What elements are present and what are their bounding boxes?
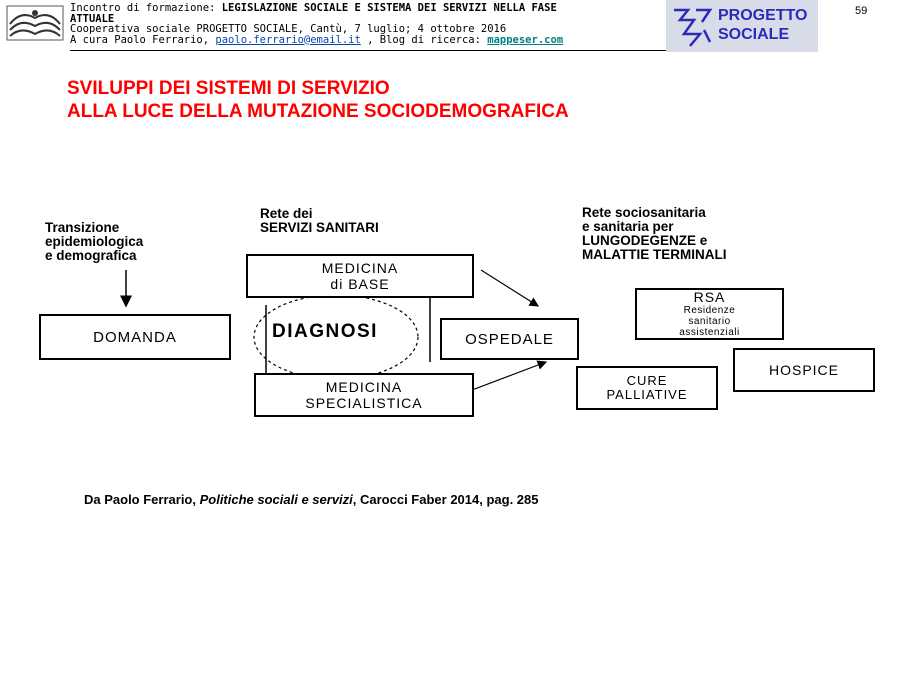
domanda-label: DOMANDA (93, 328, 177, 346)
medicina-base-line: MEDICINA (321, 260, 399, 276)
blog-link[interactable]: mappeser.com (487, 33, 564, 46)
col1-heading: Transizione epidemiologica e demografica (45, 221, 143, 263)
header-divider (70, 50, 815, 51)
header-line4-prefix: A cura Paolo Ferrario, (70, 33, 216, 46)
organization-logo-icon (6, 5, 64, 41)
title-line2: ALLA LUCE DELLA MUTAZIONE SOCIODEMOGRAFI… (67, 101, 569, 122)
cure-palliative-box: CURE PALLIATIVE (576, 366, 718, 410)
rsa-sub-line: Residenze (683, 305, 736, 316)
page-number: 59 (855, 5, 868, 17)
domanda-box: DOMANDA (39, 314, 231, 360)
ospedale-label: OSPEDALE (465, 330, 554, 348)
header-line4-mid: , Blog di ricerca: (360, 33, 488, 46)
medicina-specialistica-box: MEDICINA SPECIALISTICA (254, 373, 474, 417)
col1-heading-line: Transizione (45, 220, 120, 235)
source-prefix: Da Paolo Ferrario, (84, 492, 200, 507)
source-citation: Da Paolo Ferrario, Politiche sociali e s… (84, 492, 539, 507)
progetto-sociale-mark-icon (674, 8, 713, 47)
header-line1-prefix: Incontro di formazione: (70, 2, 222, 14)
hospice-box: HOSPICE (733, 348, 875, 392)
header-line3: Cooperativa sociale PROGETTO SOCIALE, Ca… (70, 23, 507, 35)
medicina-base-line: di BASE (330, 276, 390, 292)
col3-heading-line: Rete sociosanitaria (582, 205, 706, 220)
col2-heading: Rete dei SERVIZI SANITARI (260, 207, 379, 235)
logo-line1: PROGETTO (718, 7, 808, 24)
col2-heading-line: Rete dei (260, 206, 313, 221)
title-line1: SVILUPPI DEI SISTEMI DI SERVIZIO (67, 78, 390, 99)
logo-line2: SOCIALE (718, 26, 790, 43)
diagnosi-label: DIAGNOSI (272, 321, 378, 342)
progetto-sociale-logo: PROGETTO SOCIALE (666, 0, 818, 52)
medicina-specialistica-line: SPECIALISTICA (305, 395, 423, 411)
header-text: Incontro di formazione: LEGISLAZIONE SOC… (70, 3, 630, 45)
medicina-base-box: MEDICINA di BASE (246, 254, 474, 298)
rsa-sub-line: sanitario (688, 316, 731, 327)
header-line2-bold: ATTUALE (70, 12, 115, 25)
header-line1-bold: LEGISLAZIONE SOCIALE E SISTEMA DEI SERVI… (221, 2, 557, 14)
source-suffix: , Carocci Faber 2014, pag. 285 (352, 492, 539, 507)
cure-palliative-line: CURE (626, 373, 668, 388)
hospice-label: HOSPICE (768, 362, 839, 378)
diagnosi-ellipse (253, 294, 419, 380)
col3-heading: Rete sociosanitaria e sanitaria per LUNG… (582, 206, 726, 262)
rsa-sub-line: assistenziali (679, 327, 740, 338)
source-book: Politiche sociali e servizi (199, 492, 353, 507)
slide-title: SVILUPPI DEI SISTEMI DI SERVIZIO ALLA LU… (67, 77, 569, 123)
rsa-title: RSA (693, 289, 726, 305)
ospedale-box: OSPEDALE (440, 318, 579, 360)
arrow-specialistica-to-ospedale (471, 360, 548, 391)
arrow-base-to-ospedale (480, 269, 540, 307)
rsa-box: RSA Residenze sanitario assistenziali (635, 288, 784, 340)
col3-heading-line: MALATTIE TERMINALI (582, 247, 727, 262)
email-link[interactable]: paolo.ferrario@email.it (215, 33, 361, 46)
cure-palliative-line: PALLIATIVE (606, 387, 688, 402)
col2-heading-line: SERVIZI SANITARI (260, 220, 379, 235)
col3-heading-line: LUNGODEGENZE e (582, 233, 708, 248)
medicina-specialistica-line: MEDICINA (325, 379, 403, 395)
col1-heading-line: epidemiologica (45, 234, 144, 249)
col3-heading-line: e sanitaria per (582, 219, 674, 234)
col1-heading-line: e demografica (45, 248, 137, 263)
